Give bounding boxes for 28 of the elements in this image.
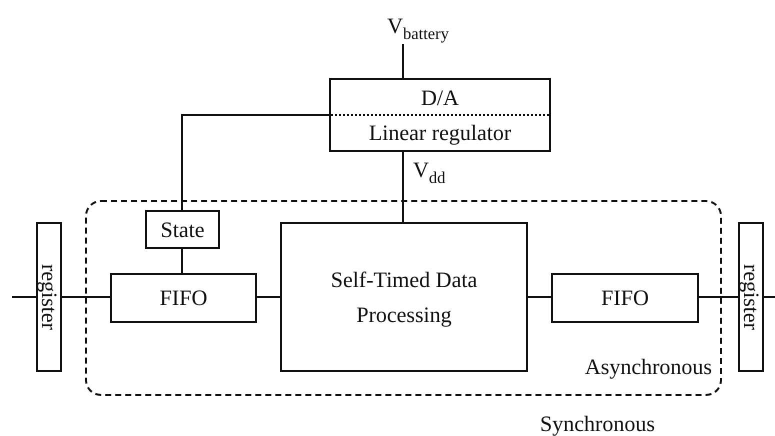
register-label: register	[38, 264, 60, 330]
connector-line	[402, 44, 404, 78]
voltage-label: V$_{battery}$	[376, 12, 460, 44]
state-box	[145, 210, 220, 249]
block-label: FIFO	[158, 284, 208, 312]
connector-line	[528, 296, 551, 298]
connector-line	[181, 249, 183, 273]
dashed-region	[85, 200, 722, 396]
connector-line	[12, 296, 36, 298]
connector-line	[257, 296, 280, 298]
block-label: FIFO	[600, 284, 650, 312]
block-label: D/A	[421, 84, 459, 112]
region-label: Synchronous	[540, 410, 655, 436]
register-box	[738, 222, 764, 372]
connector-line	[181, 114, 329, 210]
connector-line	[764, 296, 775, 298]
block-box	[551, 273, 699, 323]
connector-line	[62, 296, 110, 298]
register-box	[36, 222, 62, 372]
block-label: State	[160, 216, 206, 244]
block-box	[110, 273, 257, 323]
register-label: register	[740, 264, 762, 330]
block-label: Self-Timed Data Processing	[330, 266, 478, 329]
regulator-box	[329, 78, 551, 152]
block-box	[280, 222, 528, 372]
connector-line	[699, 296, 738, 298]
connector-line	[402, 152, 404, 222]
block-label: Linear regulator	[368, 118, 512, 146]
